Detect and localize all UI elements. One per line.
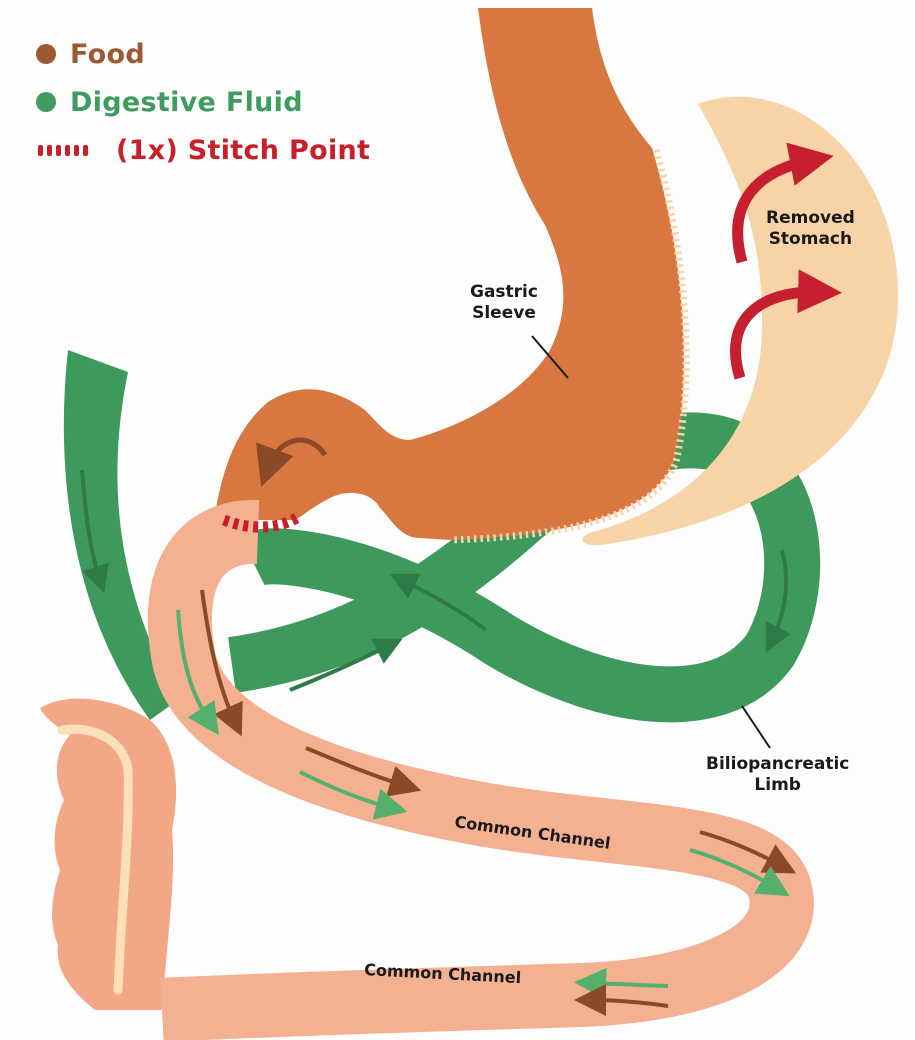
legend-fluid: Digestive Fluid (36, 78, 370, 126)
removed-stomach-label-line1: Removed (766, 208, 855, 229)
food-dot-icon (36, 44, 56, 64)
gastric-sleeve-label-line2: Sleeve (470, 303, 538, 324)
biliopancreatic-label-line2: Limb (706, 775, 849, 796)
legend-stitch-label: (1x) Stitch Point (116, 135, 370, 166)
stitch-mark-icon (38, 145, 92, 156)
removed-stomach-label-line2: Stomach (766, 229, 855, 250)
removed-stomach-label: Removed Stomach (766, 208, 855, 251)
legend-food-label: Food (70, 39, 145, 70)
gastric-sleeve-label: Gastric Sleeve (470, 282, 538, 325)
biliopancreatic-limb-label: Biliopancreatic Limb (706, 754, 849, 797)
legend: Food Digestive Fluid (1x) Stitch Point (36, 30, 370, 174)
limb-leader (742, 706, 770, 748)
legend-stitch: (1x) Stitch Point (36, 126, 370, 174)
biliopancreatic-label-line1: Biliopancreatic (706, 754, 849, 775)
fluid-dot-icon (36, 92, 56, 112)
colon (40, 699, 176, 1010)
gastric-sleeve-label-line1: Gastric (470, 282, 538, 303)
legend-food: Food (36, 30, 370, 78)
legend-fluid-label: Digestive Fluid (70, 87, 303, 118)
